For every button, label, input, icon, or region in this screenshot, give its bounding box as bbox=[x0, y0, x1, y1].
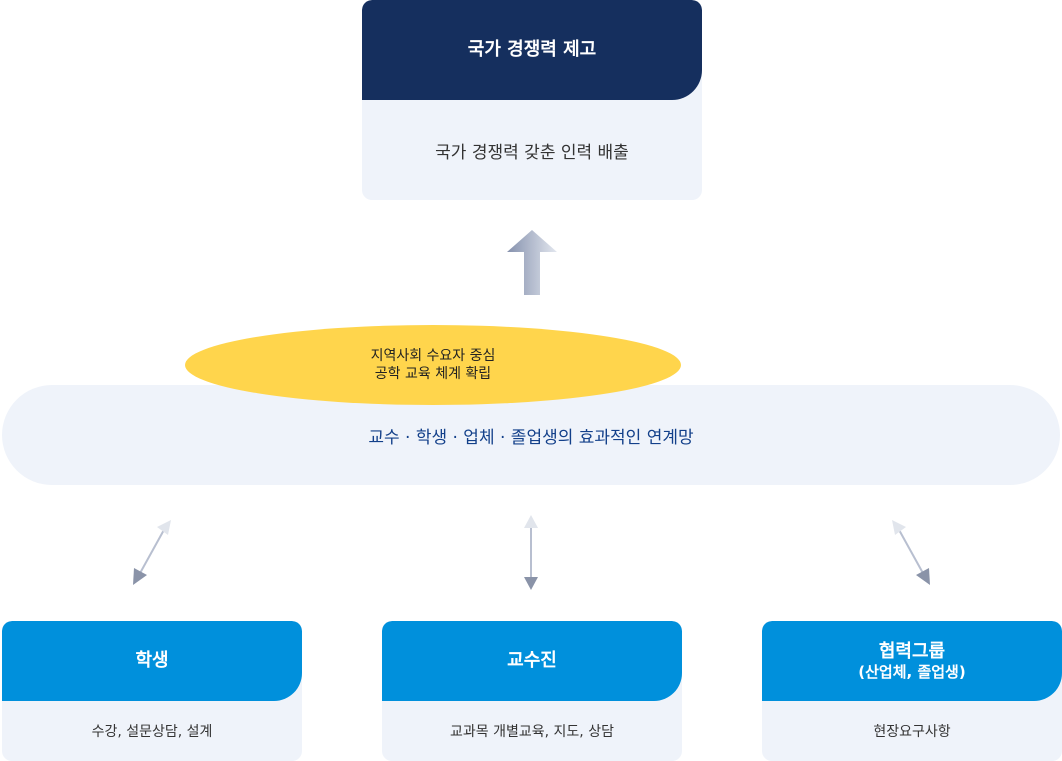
goal-ellipse: 지역사회 수요자 중심 공학 교육 체계 확립 bbox=[185, 325, 681, 405]
box-header: 교수진 bbox=[382, 621, 682, 701]
box-title: 교수진 bbox=[507, 650, 557, 672]
box-title: 국가 경쟁력 제고 bbox=[467, 39, 597, 61]
box-header: 협력그룹 (산업체, 졸업생) bbox=[762, 621, 1062, 701]
up-arrow-icon bbox=[507, 230, 557, 295]
network-label: 교수 · 학생 · 업체 · 졸업생의 효과적인 연계망 bbox=[368, 427, 694, 448]
goal-line-2: 공학 교육 체계 확립 bbox=[374, 366, 492, 382]
double-arrow-right-icon bbox=[892, 520, 930, 585]
box-description: 국가 경쟁력 갖춘 인력 배출 bbox=[435, 142, 629, 163]
double-arrow-left-icon bbox=[133, 520, 171, 585]
national-competitiveness-box: 국가 경쟁력 제고 국가 경쟁력 갖춘 인력 배출 bbox=[362, 0, 702, 200]
box-header: 국가 경쟁력 제고 bbox=[362, 0, 702, 100]
box-subtitle: (산업체, 졸업생) bbox=[858, 662, 966, 681]
box-description: 교과목 개별교육, 지도, 상담 bbox=[450, 724, 614, 740]
box-description: 현장요구사항 bbox=[873, 724, 951, 740]
box-title: 학생 bbox=[135, 650, 169, 672]
box-header: 학생 bbox=[2, 621, 302, 701]
goal-line-1: 지역사회 수요자 중심 bbox=[370, 347, 496, 364]
box-description: 수강, 설문상담, 설계 bbox=[91, 724, 213, 740]
faculty-box: 교수진 교과목 개별교육, 지도, 상담 bbox=[382, 621, 682, 761]
box-title: 협력그룹 bbox=[878, 641, 946, 663]
partner-group-box: 협력그룹 (산업체, 졸업생) 현장요구사항 bbox=[762, 621, 1062, 761]
double-arrow-center-icon bbox=[524, 515, 538, 590]
students-box: 학생 수강, 설문상담, 설계 bbox=[2, 621, 302, 761]
